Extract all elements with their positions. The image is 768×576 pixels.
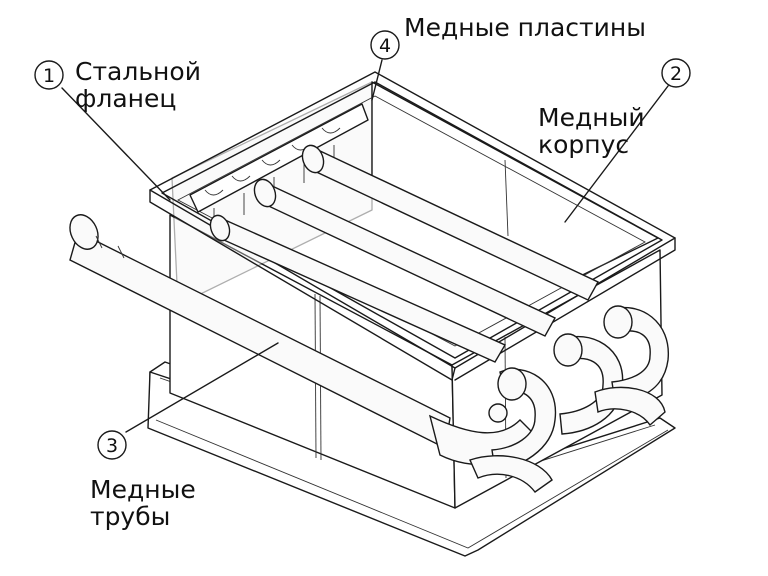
copper-body-label-line2: корпус <box>538 130 630 159</box>
copper-pipes-label-line2: трубы <box>90 502 171 531</box>
callout-1: 1 <box>34 60 64 90</box>
copper-body-label: Медный корпус <box>538 104 645 158</box>
copper-pipes-label-line1: Медные <box>90 475 196 504</box>
u-bends <box>469 305 669 493</box>
callout-4-number: 4 <box>379 35 391 57</box>
leader-line-1 <box>61 87 171 201</box>
copper-pipes-label: Медные трубы <box>90 476 196 530</box>
callout-2-number: 2 <box>670 63 682 85</box>
copper-body-label-line1: Медный <box>538 103 645 132</box>
callout-2: 2 <box>661 58 691 88</box>
leader-line-3 <box>125 342 279 433</box>
leader-line-2 <box>564 85 669 223</box>
inner-tubes <box>209 144 599 363</box>
copper-plates-label: Медные пластины <box>404 13 646 42</box>
callout-3: 3 <box>97 430 127 460</box>
leader-lines <box>61 59 669 433</box>
callout-3-number: 3 <box>106 435 118 457</box>
callout-4: 4 <box>370 30 400 60</box>
steel-flange-label-line2: фланец <box>75 84 177 113</box>
steel-flange-label: Стальной фланец <box>75 58 201 112</box>
top-flange <box>149 71 676 381</box>
callout-1-number: 1 <box>43 65 55 87</box>
leader-line-4 <box>371 59 383 101</box>
steel-flange-label-line1: Стальной <box>75 57 201 86</box>
